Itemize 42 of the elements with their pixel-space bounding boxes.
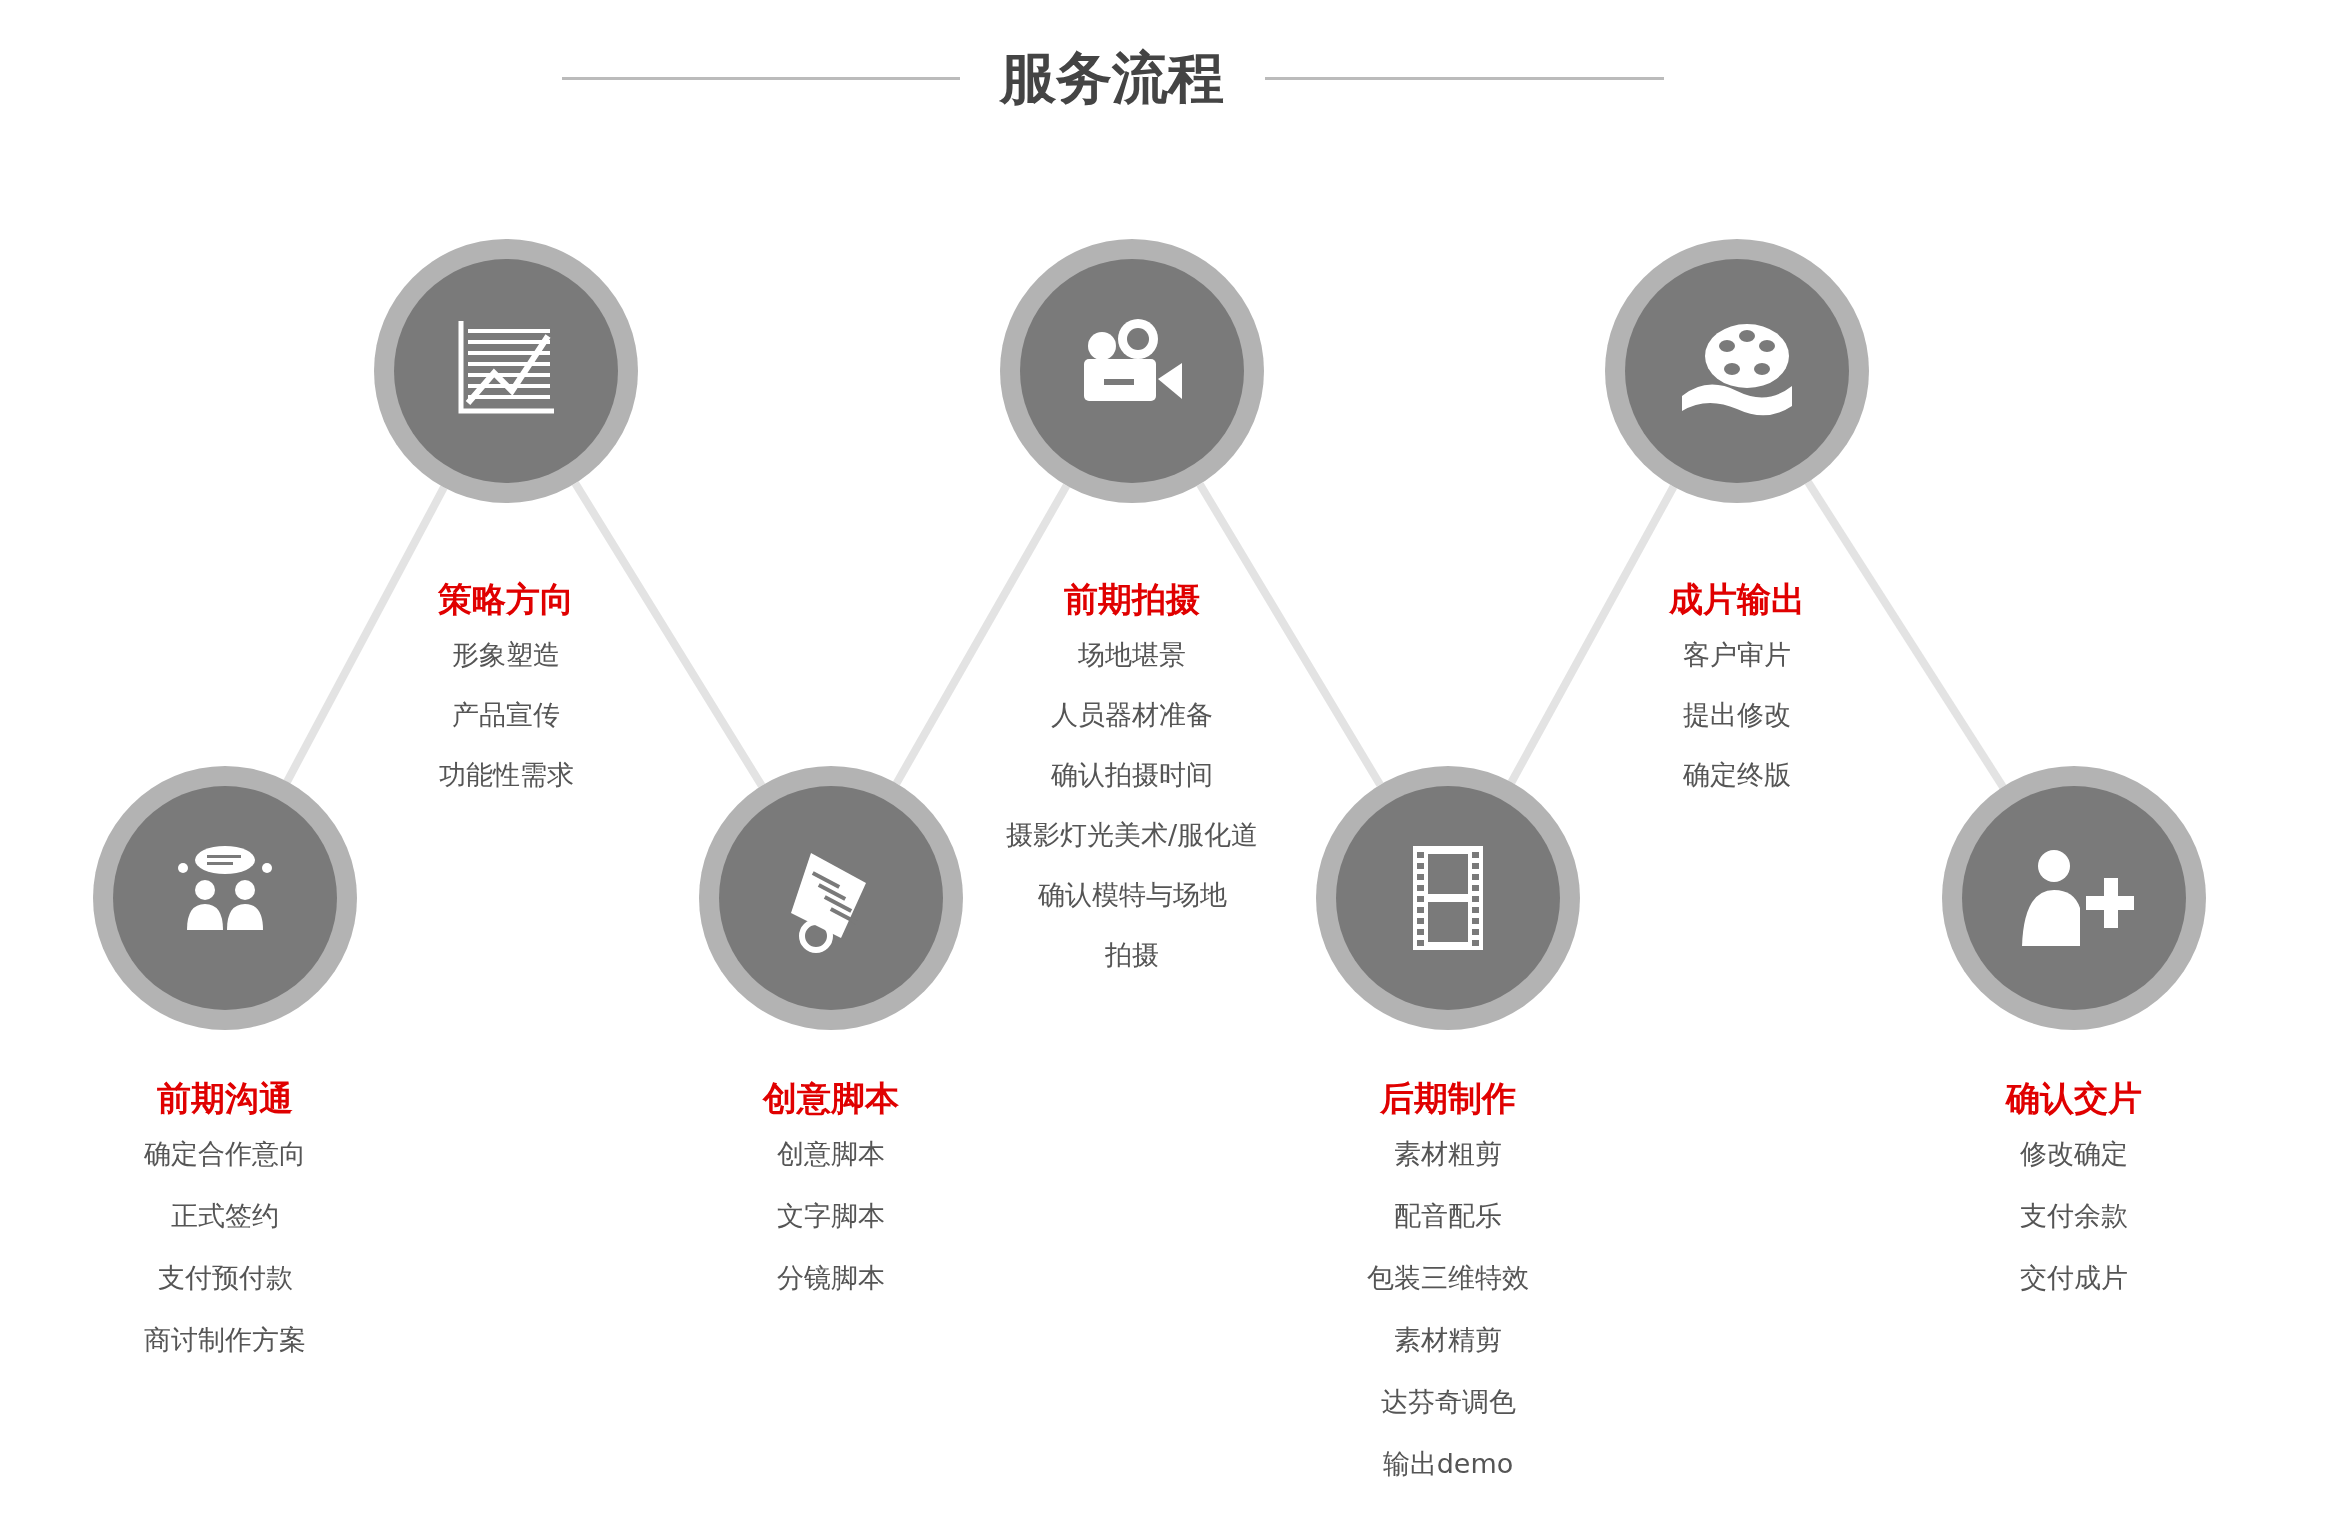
step-item: 确认模特与场地 — [1037, 878, 1227, 912]
connector-line — [1804, 480, 2007, 789]
step-item: 场地堪景 — [1078, 638, 1186, 672]
step-item: 包装三维特效 — [1367, 1261, 1529, 1295]
step-heading: 创意脚本 — [763, 1077, 899, 1120]
step-item: 支付预付款 — [157, 1261, 293, 1295]
step-item: 交付成片 — [2020, 1261, 2128, 1295]
step-item: 客户审片 — [1683, 638, 1791, 672]
step-item: 创意脚本 — [777, 1137, 885, 1171]
connector-line — [1196, 482, 1384, 787]
step-item: 配音配乐 — [1394, 1199, 1502, 1233]
step-item: 确定终版 — [1683, 758, 1791, 792]
step-item: 功能性需求 — [438, 758, 574, 792]
connector-line — [571, 481, 766, 788]
step-item: 正式签约 — [171, 1199, 279, 1233]
step-heading: 前期拍摄 — [1064, 578, 1200, 621]
step-item: 拍摄 — [1105, 938, 1159, 972]
title: 服务流程 — [1000, 44, 1224, 112]
step-item: 文字脚本 — [777, 1199, 885, 1233]
step-heading: 前期沟通 — [157, 1077, 293, 1120]
step-item: 形象塑造 — [452, 638, 560, 672]
connector-line — [893, 483, 1070, 786]
step-item: 素材精剪 — [1394, 1323, 1502, 1357]
step-item: 输出demo — [1382, 1447, 1514, 1481]
step-item: 确定合作意向 — [144, 1137, 306, 1171]
step-item: 商讨制作方案 — [144, 1323, 306, 1357]
step-item: 分镜脚本 — [777, 1261, 885, 1295]
step-heading: 确认交片 — [2006, 1077, 2142, 1120]
step-item: 提出修改 — [1683, 698, 1791, 732]
step-heading: 成片输出 — [1669, 578, 1805, 621]
step-item: 修改确定 — [2020, 1137, 2128, 1171]
step-item: 达芬奇调色 — [1380, 1385, 1516, 1419]
step-item: 确认拍摄时间 — [1051, 758, 1213, 792]
step-item: 产品宣传 — [452, 698, 560, 732]
step-item: 支付余款 — [2020, 1199, 2128, 1233]
connector-line — [1507, 484, 1678, 785]
step-item: 人员器材准备 — [1051, 698, 1213, 732]
connector-line — [283, 485, 448, 784]
step-heading: 后期制作 — [1380, 1077, 1516, 1120]
step-heading: 策略方向 — [438, 578, 574, 621]
step-item: 素材粗剪 — [1394, 1137, 1502, 1171]
step-item: 摄影灯光美术/服化道 — [1005, 818, 1259, 852]
